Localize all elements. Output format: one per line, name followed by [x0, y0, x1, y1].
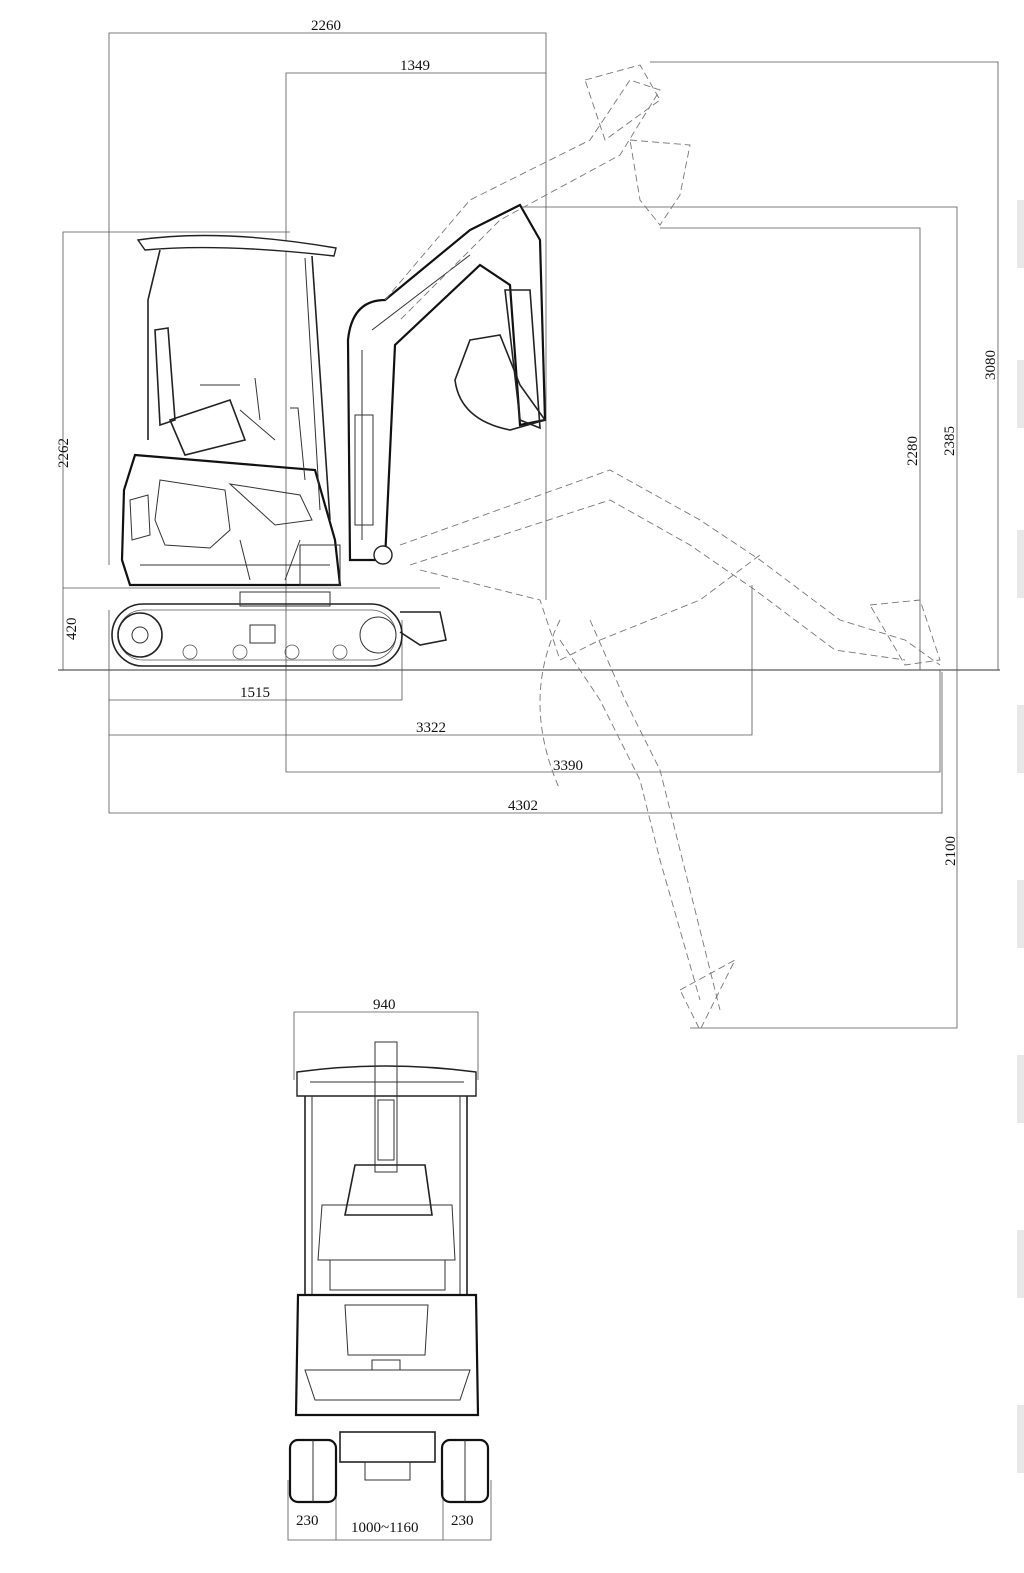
track-undercarriage [111, 591, 447, 667]
dim-420-label: 420 [64, 618, 80, 641]
dim-3080-label: 3080 [983, 350, 999, 380]
dim-1515-label: 1515 [240, 685, 270, 701]
dim-940-label: 940 [373, 997, 396, 1013]
dim-2280-label: 2280 [905, 436, 921, 466]
dim-3390-label: 3390 [553, 758, 583, 774]
dim-2100-label: 2100 [943, 836, 959, 866]
dim-2262-label: 2262 [56, 438, 72, 468]
upper-body [120, 453, 342, 587]
dim-2385-label: 2385 [942, 426, 958, 456]
dim-2260-label: 2260 [311, 18, 341, 34]
dimension-lines [58, 32, 1000, 1541]
dim-gauge-label: 1000~1160 [351, 1520, 419, 1536]
dim-230-right-label: 230 [451, 1513, 474, 1529]
dim-230-left-label: 230 [296, 1513, 319, 1529]
dimension-labels: 2260 1349 2262 420 1515 3322 3390 4302 2… [56, 18, 999, 1536]
front-view-excavator [288, 1041, 490, 1504]
canopy [136, 234, 337, 521]
dim-3322-label: 3322 [416, 720, 446, 736]
dim-1349-label: 1349 [400, 58, 430, 74]
edge-bars [1017, 200, 1024, 1473]
dim-4302-label: 4302 [508, 798, 538, 814]
boom-raised [346, 203, 547, 565]
boom-ghost-poses [384, 64, 941, 1032]
